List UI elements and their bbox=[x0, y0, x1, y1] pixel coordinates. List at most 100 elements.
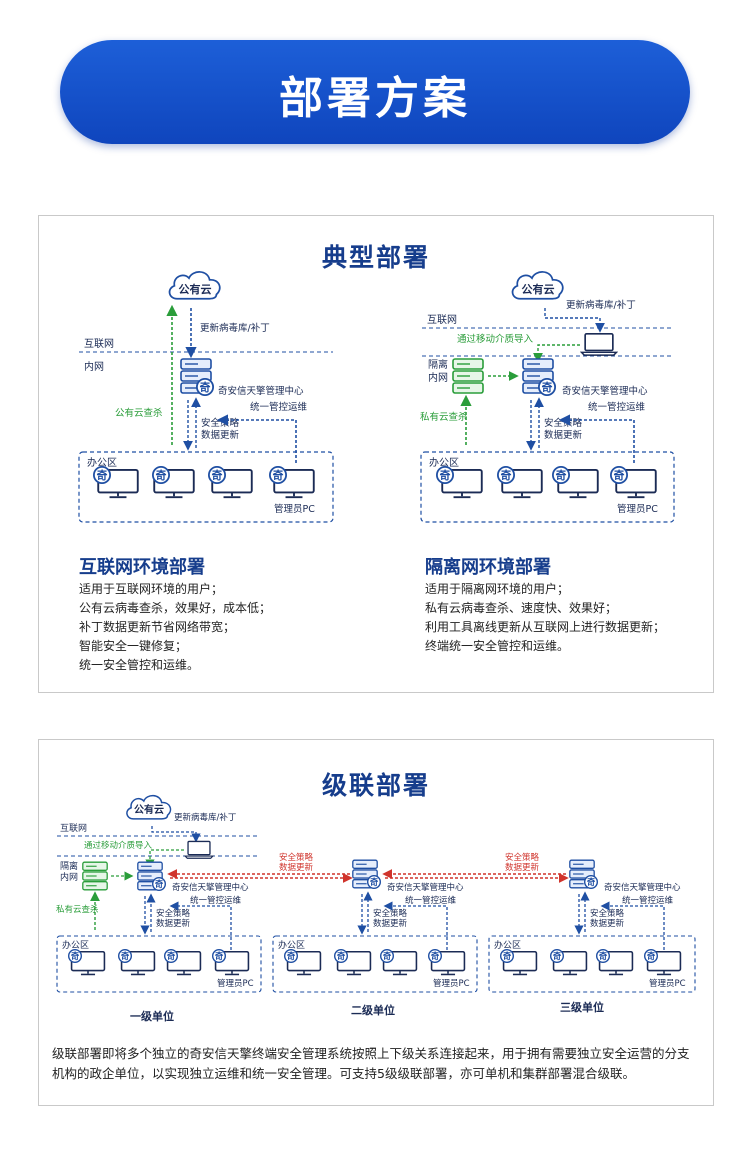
typical-deployment-title: 典型部署 bbox=[321, 243, 430, 272]
zone-internet-label: 互联网 bbox=[60, 823, 87, 834]
qianxin-logo-icon bbox=[610, 466, 628, 484]
private-scan-label: 私有云查杀 bbox=[56, 904, 99, 915]
qianxin-logo-icon bbox=[584, 875, 598, 889]
qianxin-logo-icon bbox=[93, 466, 111, 484]
policy-label: 安全策略 bbox=[201, 417, 240, 429]
cascade-policy-label: 安全策略 bbox=[279, 852, 314, 863]
cloud-label: 公有云 bbox=[522, 282, 555, 296]
list-item: 统一安全管控和运维。 bbox=[79, 658, 200, 672]
title-banner: 部署方案 bbox=[60, 40, 690, 144]
office-zone bbox=[420, 451, 675, 523]
qianxin-logo-icon bbox=[380, 949, 394, 963]
internet-deployment-diagram: 公有云 互联网 内网 更新病毒库/补丁 公有云查杀 奇安信天擎管理中心 安全策略… bbox=[78, 270, 334, 523]
qianxin-logo-icon bbox=[284, 949, 298, 963]
zone-internet-label: 互联网 bbox=[84, 338, 114, 350]
center-label: 奇安信天擎管理中心 bbox=[562, 385, 648, 397]
office-zone bbox=[56, 935, 262, 993]
office-label: 办公区 bbox=[62, 939, 89, 951]
cloud-label: 公有云 bbox=[134, 803, 164, 816]
qianxin-logo-icon bbox=[436, 466, 454, 484]
admin-pc-label: 管理员PC bbox=[274, 503, 315, 515]
center-label: 奇安信天擎管理中心 bbox=[387, 882, 464, 893]
office-zone bbox=[488, 935, 696, 993]
cascade-description: 级联部署即将多个独立的奇安信天擎终端安全管理系统按照上下级关系连接起来，用于拥有… bbox=[52, 1046, 690, 1081]
list-item: 公有云病毒查杀，效果好，成本低； bbox=[79, 601, 272, 615]
admin-pc-label: 管理员PC bbox=[649, 978, 686, 989]
data-update-label: 数据更新 bbox=[590, 918, 625, 929]
office-zone bbox=[272, 935, 478, 993]
center-label: 奇安信天擎管理中心 bbox=[172, 882, 249, 893]
zone-isolated-label: 隔离 bbox=[428, 358, 448, 371]
office-label: 办公区 bbox=[278, 939, 305, 951]
office-label: 办公区 bbox=[494, 939, 521, 951]
update-label: 更新病毒库/补丁 bbox=[566, 299, 636, 311]
cascade-deployment-diagram: 公有云 互联网 更新病毒库/补丁 通过移动介质导入 隔离 内网 私有云查杀 奇安… bbox=[56, 794, 696, 1023]
office-label: 办公区 bbox=[429, 456, 459, 469]
qianxin-logo-icon bbox=[164, 949, 178, 963]
data-update-label: 数据更新 bbox=[156, 918, 191, 929]
ops-label: 统一管控运维 bbox=[405, 895, 457, 906]
cascade-data-update-label: 数据更新 bbox=[279, 862, 314, 873]
cascade-data-update-label: 数据更新 bbox=[505, 862, 540, 873]
list-item: 利用工具离线更新从互联网上进行数据更新； bbox=[425, 620, 666, 634]
data-update-label: 数据更新 bbox=[544, 429, 583, 441]
ops-label: 统一管控运维 bbox=[250, 401, 308, 413]
admin-pc-label: 管理员PC bbox=[217, 978, 254, 989]
update-label: 更新病毒库/补丁 bbox=[174, 812, 236, 823]
private-cloud-server-icon bbox=[452, 358, 484, 394]
unit-label: 三级单位 bbox=[560, 1000, 604, 1014]
qianxin-logo-icon bbox=[538, 378, 556, 396]
list-item: 补丁数据更新节省网络带宽； bbox=[79, 620, 236, 634]
unit-label: 一级单位 bbox=[130, 1009, 174, 1023]
internet-deployment-list: 适用于互联网环境的用户； 公有云病毒查杀，效果好，成本低； 补丁数据更新节省网络… bbox=[79, 580, 271, 675]
ops-label: 统一管控运维 bbox=[622, 895, 674, 906]
qianxin-logo-icon bbox=[212, 949, 226, 963]
zone-intranet-label: 内网 bbox=[428, 371, 448, 384]
admin-pc-label: 管理员PC bbox=[433, 978, 470, 989]
internet-deployment-heading: 互联网环境部署 bbox=[79, 557, 205, 578]
data-update-label: 数据更新 bbox=[373, 918, 408, 929]
qianxin-logo-icon bbox=[118, 949, 132, 963]
qianxin-logo-icon bbox=[152, 877, 166, 891]
office-label: 办公区 bbox=[87, 456, 117, 469]
qianxin-logo-icon bbox=[550, 949, 564, 963]
private-cloud-server-icon bbox=[82, 861, 108, 891]
policy-label: 安全策略 bbox=[373, 908, 408, 919]
qianxin-logo-icon bbox=[334, 949, 348, 963]
typical-deployment-panel: 典型部署 bbox=[38, 215, 714, 693]
page-title: 部署方案 bbox=[279, 73, 471, 124]
list-item: 适用于隔离网环境的用户； bbox=[425, 582, 570, 596]
media-import-label: 通过移动介质导入 bbox=[457, 333, 534, 345]
list-item: 智能安全一键修复； bbox=[79, 639, 188, 653]
center-label: 奇安信天擎管理中心 bbox=[604, 882, 681, 893]
cloud-label: 公有云 bbox=[179, 282, 212, 296]
qianxin-logo-icon bbox=[196, 378, 214, 396]
policy-label: 安全策略 bbox=[544, 417, 583, 429]
cascade-deployment-title: 级联部署 bbox=[321, 771, 430, 800]
ops-label: 统一管控运维 bbox=[190, 895, 242, 906]
media-import-label: 通过移动介质导入 bbox=[84, 840, 153, 851]
qianxin-logo-icon bbox=[644, 949, 658, 963]
admin-pc-label: 管理员PC bbox=[617, 503, 658, 515]
qianxin-logo-icon bbox=[552, 466, 570, 484]
center-label: 奇安信天擎管理中心 bbox=[218, 385, 304, 397]
isolated-deployment-heading: 隔离网环境部署 bbox=[425, 557, 551, 578]
ops-label: 统一管控运维 bbox=[588, 401, 646, 413]
list-item: 适用于互联网环境的用户； bbox=[79, 582, 224, 596]
list-item: 终端统一安全管控和运维。 bbox=[425, 639, 570, 653]
qianxin-logo-icon bbox=[596, 949, 610, 963]
cloud-scan-label: 公有云查杀 bbox=[115, 407, 163, 419]
laptop-icon bbox=[184, 840, 214, 859]
zone-intranet-label: 内网 bbox=[84, 360, 104, 373]
isolated-deployment-diagram: 公有云 互联网 更新病毒库/补丁 通过移动介质导入 隔离 内网 奇安信天擎管理中… bbox=[420, 270, 675, 523]
cascade-policy-label: 安全策略 bbox=[505, 852, 540, 863]
qianxin-logo-icon bbox=[68, 949, 82, 963]
qianxin-logo-icon bbox=[269, 466, 287, 484]
qianxin-logo-icon bbox=[428, 949, 442, 963]
qianxin-logo-icon bbox=[497, 466, 515, 484]
update-label: 更新病毒库/补丁 bbox=[200, 322, 270, 334]
qianxin-logo-icon bbox=[367, 875, 381, 889]
zone-intranet-label: 内网 bbox=[60, 871, 78, 883]
office-zone bbox=[78, 451, 334, 523]
